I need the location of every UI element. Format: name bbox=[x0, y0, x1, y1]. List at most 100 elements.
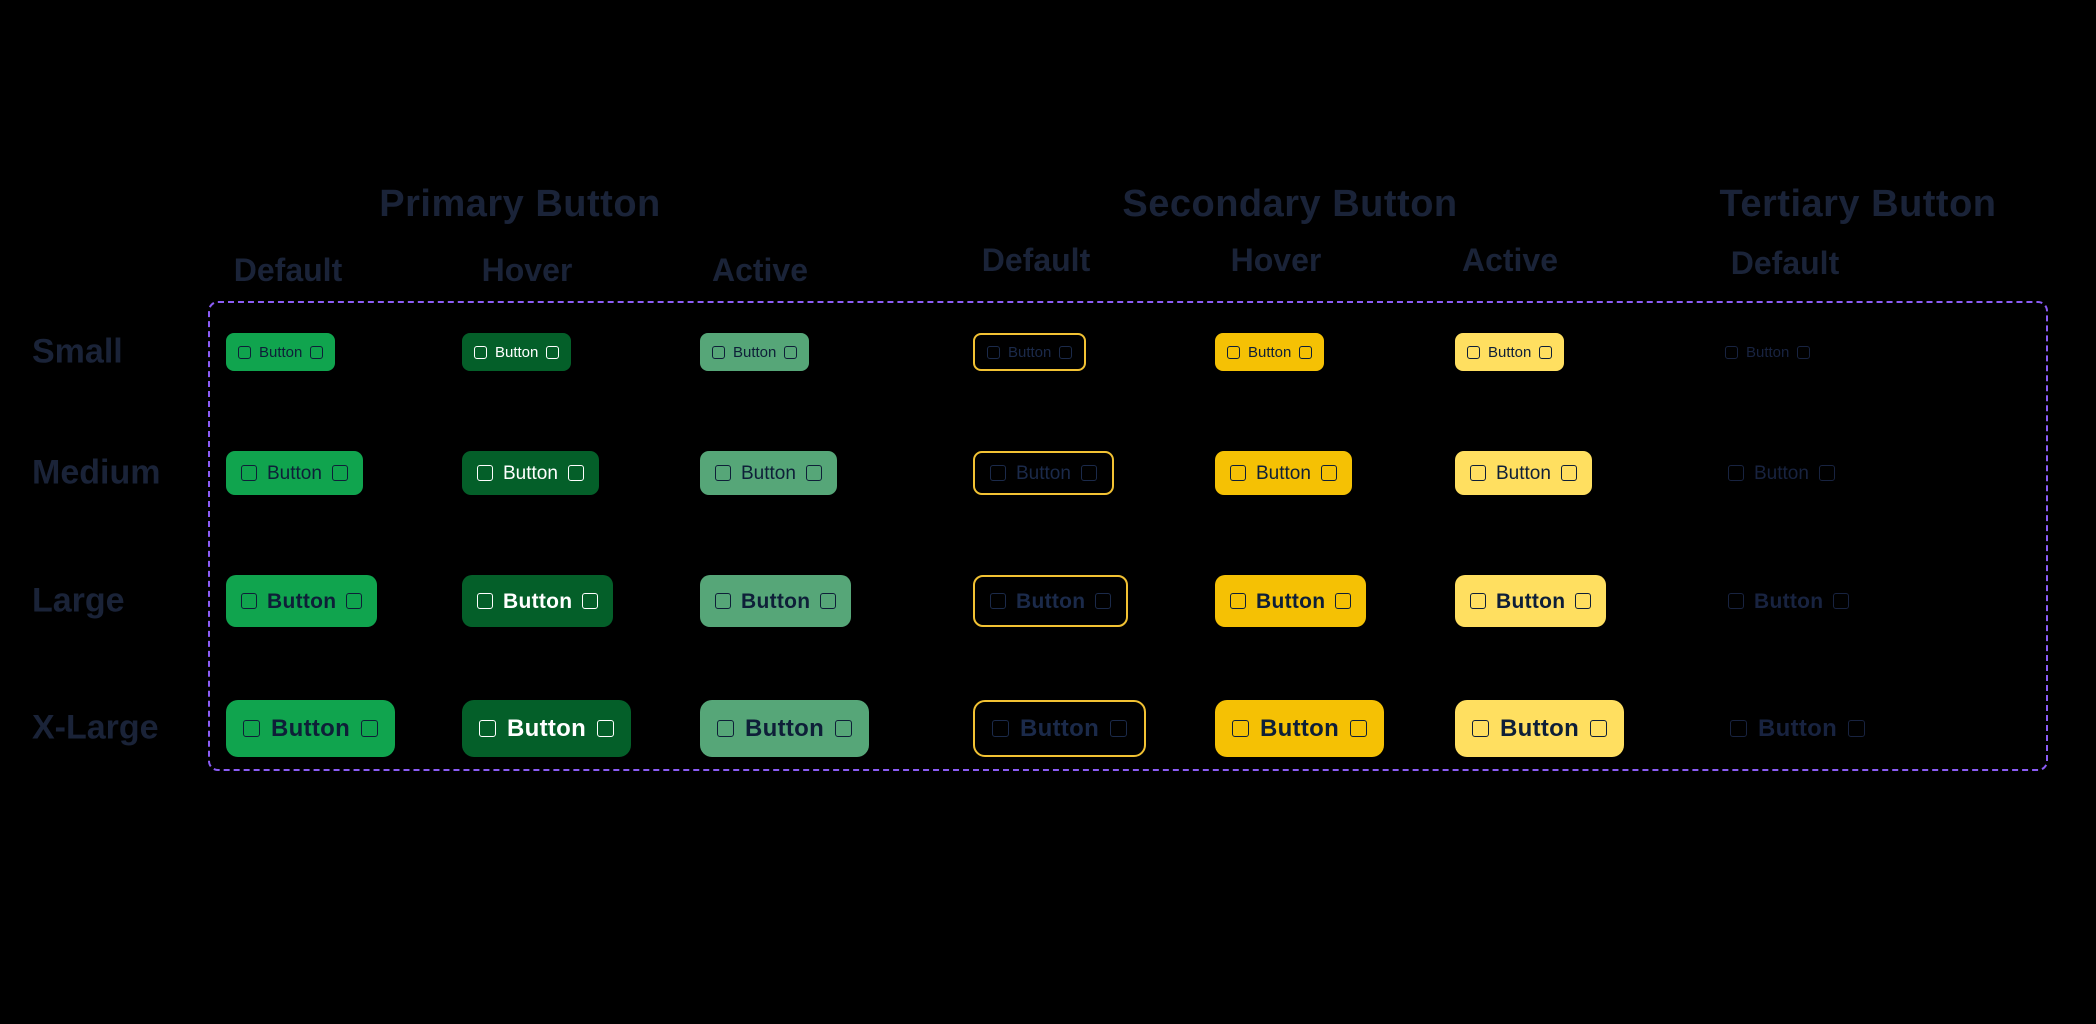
placeholder-square-icon bbox=[546, 345, 560, 359]
primary-default-button-small[interactable]: Button bbox=[226, 333, 336, 371]
secondary-active-button-large[interactable]: Button bbox=[1455, 575, 1607, 627]
button-label: Button bbox=[733, 343, 777, 361]
placeholder-square-icon bbox=[1833, 593, 1850, 609]
placeholder-square-icon bbox=[820, 593, 837, 609]
secondary-active-button-xlarge[interactable]: Button bbox=[1455, 700, 1625, 757]
placeholder-square-icon bbox=[331, 465, 348, 481]
components-selection-frame bbox=[208, 301, 2048, 771]
tertiary-default-button-small[interactable]: Button bbox=[1713, 333, 1822, 371]
primary-hover-button-medium[interactable]: Button bbox=[462, 451, 599, 495]
primary-active-button-small[interactable]: Button bbox=[700, 333, 810, 371]
secondary-active-button-medium[interactable]: Button bbox=[1455, 451, 1592, 495]
primary-hover-button-large[interactable]: Button bbox=[462, 575, 614, 627]
placeholder-square-icon bbox=[1797, 345, 1811, 359]
group-title-primary: Primary Button bbox=[379, 183, 661, 225]
placeholder-square-icon bbox=[1350, 720, 1368, 737]
secondary-default-button-xlarge[interactable]: Button bbox=[973, 700, 1147, 757]
primary-active-button-large[interactable]: Button bbox=[700, 575, 852, 627]
primary-active-button-medium[interactable]: Button bbox=[700, 451, 837, 495]
placeholder-square-icon bbox=[835, 720, 853, 737]
row-label-xlarge: X-Large bbox=[32, 708, 159, 747]
placeholder-square-icon bbox=[1059, 345, 1073, 359]
button-label: Button bbox=[741, 589, 811, 613]
placeholder-square-icon bbox=[1725, 345, 1738, 359]
button-label: Button bbox=[1256, 462, 1311, 484]
placeholder-square-icon bbox=[1299, 345, 1313, 359]
secondary-default-button-small[interactable]: Button bbox=[973, 333, 1087, 371]
placeholder-square-icon bbox=[992, 720, 1009, 737]
tertiary-default-button-xlarge[interactable]: Button bbox=[1713, 700, 1882, 757]
placeholder-square-icon bbox=[990, 465, 1006, 481]
placeholder-square-icon bbox=[310, 345, 324, 359]
button-label: Button bbox=[503, 462, 558, 484]
tertiary-default-button-medium[interactable]: Button bbox=[1713, 451, 1850, 495]
placeholder-square-icon bbox=[805, 465, 822, 481]
button-label: Button bbox=[1500, 714, 1580, 742]
placeholder-square-icon bbox=[567, 465, 584, 481]
secondary-hover-button-xlarge[interactable]: Button bbox=[1215, 700, 1385, 757]
placeholder-square-icon bbox=[1818, 465, 1835, 481]
placeholder-square-icon bbox=[1470, 593, 1486, 609]
secondary-hover-button-small[interactable]: Button bbox=[1215, 333, 1325, 371]
state-label-primary-active: Active bbox=[711, 252, 809, 288]
button-label: Button bbox=[1746, 343, 1790, 361]
placeholder-square-icon bbox=[597, 720, 615, 737]
button-label: Button bbox=[1754, 589, 1824, 613]
placeholder-square-icon bbox=[1472, 720, 1489, 737]
button-label: Button bbox=[1256, 589, 1326, 613]
primary-hover-button-xlarge[interactable]: Button bbox=[462, 700, 632, 757]
secondary-default-button-medium[interactable]: Button bbox=[973, 451, 1114, 495]
placeholder-square-icon bbox=[1110, 720, 1128, 737]
button-label: Button bbox=[1488, 343, 1532, 361]
placeholder-square-icon bbox=[1590, 720, 1608, 737]
tertiary-default-button-large[interactable]: Button bbox=[1713, 575, 1864, 627]
button-label: Button bbox=[259, 343, 303, 361]
button-label: Button bbox=[495, 343, 539, 361]
button-label: Button bbox=[741, 462, 796, 484]
placeholder-square-icon bbox=[1730, 720, 1747, 737]
primary-hover-button-small[interactable]: Button bbox=[462, 333, 572, 371]
placeholder-square-icon bbox=[1539, 345, 1553, 359]
row-label-small: Small bbox=[32, 332, 123, 371]
secondary-default-button-large[interactable]: Button bbox=[973, 575, 1129, 627]
placeholder-square-icon bbox=[1230, 593, 1246, 609]
primary-default-button-medium[interactable]: Button bbox=[226, 451, 363, 495]
placeholder-square-icon bbox=[715, 465, 731, 481]
placeholder-square-icon bbox=[987, 345, 1000, 359]
primary-default-button-xlarge[interactable]: Button bbox=[226, 700, 396, 757]
placeholder-square-icon bbox=[241, 593, 257, 609]
placeholder-square-icon bbox=[582, 593, 599, 609]
placeholder-square-icon bbox=[1080, 465, 1097, 481]
state-label-primary-hover: Hover bbox=[481, 252, 573, 288]
placeholder-square-icon bbox=[1320, 465, 1337, 481]
placeholder-square-icon bbox=[717, 720, 734, 737]
secondary-active-button-small[interactable]: Button bbox=[1455, 333, 1565, 371]
placeholder-square-icon bbox=[1848, 720, 1866, 737]
placeholder-square-icon bbox=[1560, 465, 1577, 481]
group-title-tertiary: Tertiary Button bbox=[1719, 183, 1997, 225]
state-label-primary-default: Default bbox=[233, 252, 343, 288]
button-label: Button bbox=[503, 589, 573, 613]
placeholder-square-icon bbox=[1728, 465, 1744, 481]
placeholder-square-icon bbox=[784, 345, 798, 359]
placeholder-square-icon bbox=[477, 465, 493, 481]
state-label-tertiary-default: Default bbox=[1730, 245, 1840, 281]
placeholder-square-icon bbox=[1467, 345, 1480, 359]
primary-default-button-large[interactable]: Button bbox=[226, 575, 378, 627]
state-label-secondary-default: Default bbox=[981, 242, 1091, 278]
placeholder-square-icon bbox=[241, 465, 257, 481]
button-label: Button bbox=[1016, 462, 1071, 484]
group-title-secondary: Secondary Button bbox=[1122, 183, 1458, 225]
placeholder-square-icon bbox=[1227, 345, 1240, 359]
placeholder-square-icon bbox=[1470, 465, 1486, 481]
secondary-hover-button-large[interactable]: Button bbox=[1215, 575, 1367, 627]
placeholder-square-icon bbox=[361, 720, 379, 737]
button-label: Button bbox=[271, 714, 351, 742]
button-label: Button bbox=[267, 462, 322, 484]
placeholder-square-icon bbox=[474, 345, 487, 359]
secondary-hover-button-medium[interactable]: Button bbox=[1215, 451, 1352, 495]
primary-active-button-xlarge[interactable]: Button bbox=[700, 700, 870, 757]
button-label: Button bbox=[1496, 589, 1566, 613]
placeholder-square-icon bbox=[243, 720, 260, 737]
